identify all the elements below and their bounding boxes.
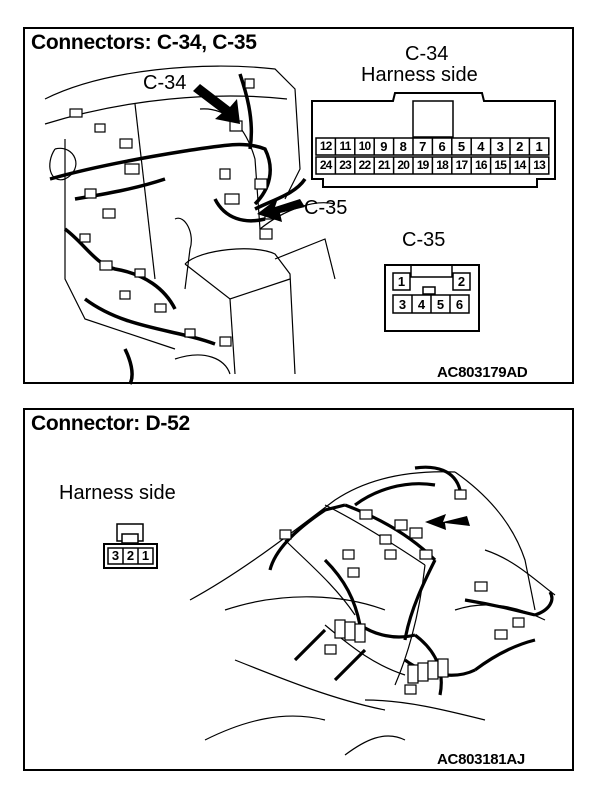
c34-pin: 7 — [419, 139, 427, 154]
c34-pin: 17 — [455, 158, 469, 172]
d52-pin: 3 — [111, 548, 120, 563]
c34-pin: 22 — [358, 158, 372, 172]
c35-pin: 3 — [398, 297, 407, 312]
c34-pin: 9 — [380, 139, 388, 154]
callout-c35: C-35 — [304, 197, 348, 219]
c35-pin: 1 — [397, 274, 406, 289]
c34-pin: 11 — [339, 139, 352, 153]
c34-pointer-arrow — [193, 84, 240, 124]
callout-c34: C-34 — [143, 72, 187, 94]
figure-code: AC803179AD — [437, 364, 528, 381]
c34-pin: 4 — [477, 139, 485, 154]
connector-panel-c34-c35: Connectors: C-34, C-35 — [23, 27, 574, 385]
d52-harness-side-label: Harness side — [59, 482, 176, 504]
connector-panel-d52: Connector: D-52 Harness side 3 2 1 — [23, 408, 574, 771]
c34-pin: 14 — [513, 158, 527, 172]
c35-pointer-arrow — [257, 198, 305, 222]
figure-code: AC803181AJ — [437, 751, 525, 768]
c34-connector-name: C-34 — [405, 43, 449, 65]
c34-pin: 5 — [457, 139, 466, 154]
d52-pin: 2 — [126, 548, 135, 563]
c34-pin: 16 — [475, 158, 488, 172]
dashboard-harness-illustration — [44, 65, 336, 385]
d52-pin: 1 — [141, 548, 150, 563]
c34-pin: 15 — [494, 158, 507, 172]
c35-pin: 2 — [457, 274, 466, 289]
c34-pin: 10 — [358, 139, 372, 153]
d52-connector-outline — [103, 523, 158, 569]
c34-pin: 2 — [516, 139, 524, 154]
c34-connector-outline — [311, 92, 556, 188]
panel-title: Connector: D-52 — [31, 412, 190, 435]
c35-connector-outline — [384, 264, 480, 332]
c34-pin: 1 — [535, 139, 543, 154]
c35-pin: 5 — [436, 297, 445, 312]
c34-pin: 21 — [378, 158, 391, 172]
c34-harness-side-label: Harness side — [361, 64, 478, 86]
c34-pin: 13 — [533, 158, 546, 172]
c34-pin: 8 — [399, 139, 407, 154]
c34-pin: 12 — [319, 139, 333, 153]
d52-pointer-arrow — [425, 514, 470, 530]
c34-pin: 6 — [438, 139, 446, 154]
c35-pin: 6 — [455, 297, 464, 312]
panel-title: Connectors: C-34, C-35 — [31, 31, 257, 54]
c34-pin: 3 — [496, 139, 504, 154]
c34-pin: 24 — [319, 158, 333, 172]
c34-pin: 20 — [397, 158, 410, 172]
c34-pin: 19 — [416, 158, 430, 172]
vehicle-body-harness-illustration — [189, 465, 556, 756]
c35-connector-name: C-35 — [402, 229, 446, 251]
c34-pin: 23 — [339, 158, 352, 172]
c34-pin: 18 — [436, 158, 449, 172]
c35-pin: 4 — [417, 297, 426, 312]
